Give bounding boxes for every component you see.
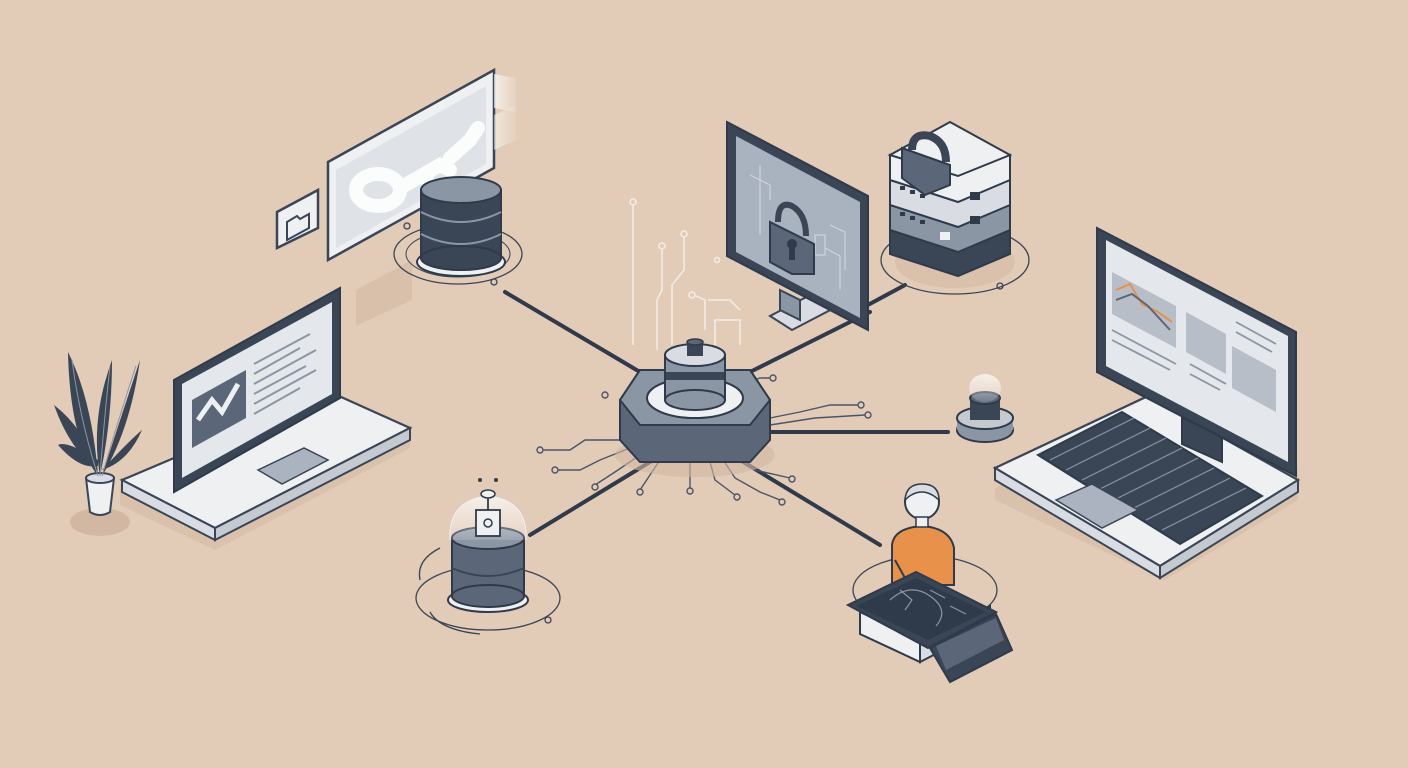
connection-lines (503, 283, 950, 547)
folder-icon (275, 187, 320, 251)
iot-sensor-node[interactable] (415, 478, 561, 635)
sensor-node-right[interactable] (956, 374, 1014, 443)
lock-icon (769, 201, 815, 275)
central-hub[interactable] (615, 338, 775, 477)
server-rack[interactable] (880, 120, 1030, 295)
user-with-tablet[interactable] (845, 483, 1014, 684)
circuit-traces (632, 205, 741, 350)
person-icon (891, 483, 955, 586)
security-monitor[interactable] (726, 120, 869, 332)
workstation-right[interactable] (992, 226, 1301, 580)
cloud-storage-panel[interactable] (275, 67, 523, 326)
link-hub-monitor (748, 310, 872, 374)
link-hub-cloud (503, 290, 642, 374)
link-monitor-server (864, 283, 907, 308)
link-hub-iot (528, 460, 652, 537)
chart-icon (192, 370, 246, 448)
laptop-left[interactable] (119, 286, 413, 550)
circuit-nodes (536, 374, 872, 506)
link-hub-user (738, 458, 882, 547)
plant-icon (54, 352, 142, 536)
